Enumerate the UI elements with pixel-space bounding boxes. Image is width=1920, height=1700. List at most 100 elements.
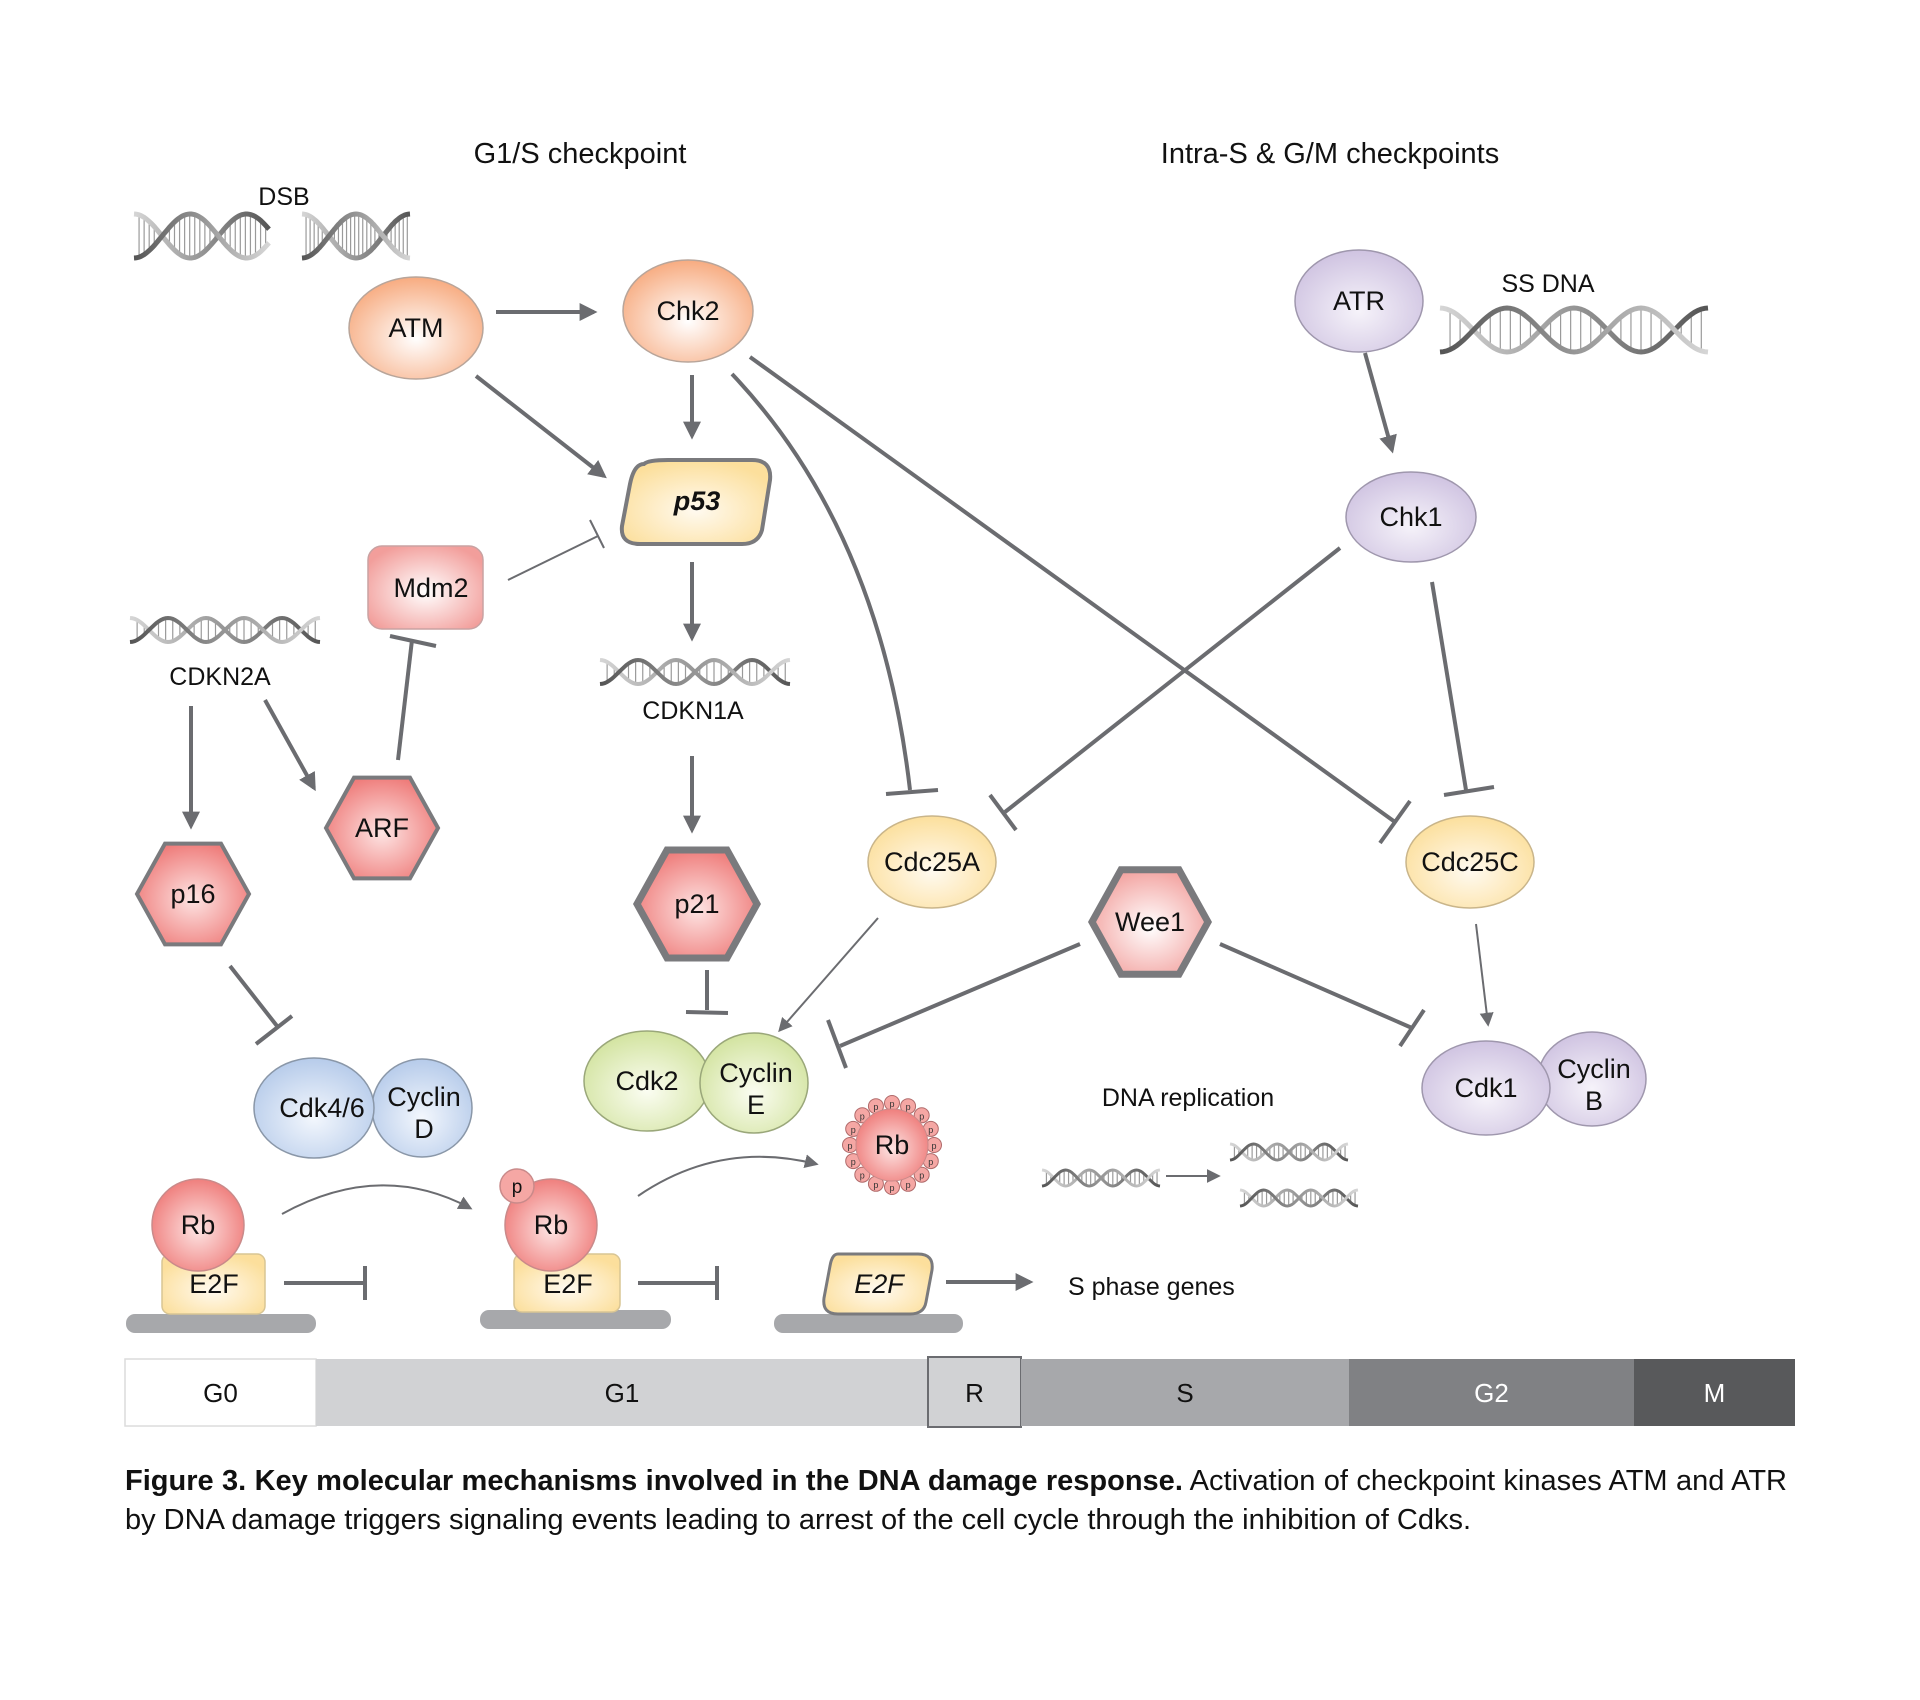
cdc25c-node[interactable]: Cdc25C xyxy=(1405,815,1535,909)
rb-pp-label: Rb xyxy=(875,1130,910,1160)
atr-node[interactable]: ATR xyxy=(1294,249,1424,353)
e2f-rb-complex-1[interactable]: E2F Rb xyxy=(151,1178,266,1315)
edge-wee1-inhibits-cdk1-bar xyxy=(1398,1008,1426,1048)
edge-p16-inhibits-cdk46 xyxy=(228,964,279,1028)
phosphate-dot-label: p xyxy=(851,1157,856,1167)
edge-mdm2-inhibits-p53 xyxy=(507,535,599,581)
p21-node[interactable]: p21 xyxy=(632,846,762,962)
caption-text: Activation of checkpoint kinases ATM and… xyxy=(125,1465,1787,1536)
dna-replication-product-2-icon xyxy=(1239,1188,1359,1208)
cyclin-b-label-2: B xyxy=(1585,1086,1603,1116)
phosphate-tag: p xyxy=(512,1177,523,1198)
phosphate-dot-label: p xyxy=(906,1102,911,1112)
edge-chk2-inhibits-cdc25a xyxy=(730,372,912,791)
e2f-rb-p-complex-2[interactable]: E2F Rb p xyxy=(499,1168,621,1313)
cdk1-cyclin-b-complex[interactable]: Cdk1 Cyclin B xyxy=(1421,1031,1647,1136)
e2f-label-2: E2F xyxy=(543,1269,593,1299)
phosphate-dot-label: p xyxy=(928,1125,933,1135)
cdc25a-label: Cdc25A xyxy=(884,847,980,877)
phosphate-dot-label: p xyxy=(889,1099,894,1109)
s-phase-genes-label: S phase genes xyxy=(1068,1273,1235,1301)
mdm2-node[interactable]: Mdm2 xyxy=(367,545,484,630)
edge-chk1-inhibits-cdc25a xyxy=(1003,546,1342,814)
edges xyxy=(182,303,1495,1300)
figure-caption: Figure 3. Key molecular mechanisms invol… xyxy=(125,1462,1787,1540)
edge-rb-to-rb-p xyxy=(281,1184,473,1215)
phosphate-dot-label: p xyxy=(928,1157,933,1167)
phosphate-dot-label: p xyxy=(873,1102,878,1112)
atm-node[interactable]: ATM xyxy=(348,276,484,380)
atr-label: ATR xyxy=(1333,286,1385,316)
dsb-label: DSB xyxy=(258,183,309,211)
phosphate-dot xyxy=(854,1107,871,1124)
cdkn1a-label: CDKN1A xyxy=(642,697,744,725)
edge-mdm2-inhibits-p53-bar xyxy=(589,519,605,549)
cdk46-label: Cdk4/6 xyxy=(279,1093,365,1123)
phase-segment-g0 xyxy=(124,1358,317,1427)
phosphate-dot-label: p xyxy=(873,1180,878,1190)
phosphate-dot xyxy=(913,1166,930,1183)
edge-chk2-inhibits-cdc25c xyxy=(748,355,1397,824)
phosphate-dot xyxy=(913,1107,930,1124)
edge-chk2-inhibits-cdc25a-bar xyxy=(885,788,939,796)
dna-replication-product-1-icon xyxy=(1229,1142,1349,1162)
ss-dna-icon xyxy=(1439,305,1709,355)
e2f-free[interactable]: E2F xyxy=(822,1252,934,1316)
edge-cdkn2a-to-arf xyxy=(263,699,316,792)
cdkn2a-label: CDKN2A xyxy=(169,663,271,691)
e2f-label-3: E2F xyxy=(854,1269,905,1299)
dsb-dna-right-icon xyxy=(301,211,411,261)
chromatin-platform-3 xyxy=(774,1314,963,1333)
e2f-label-1: E2F xyxy=(189,1269,239,1299)
cdkn2a-dna-icon xyxy=(129,615,321,645)
edge-atr-to-chk1 xyxy=(1363,352,1397,454)
wee1-node[interactable]: Wee1 xyxy=(1087,866,1213,978)
cdc25c-label: Cdc25C xyxy=(1421,847,1519,877)
phosphate-dot-label: p xyxy=(906,1180,911,1190)
edge-p16-inhibits-cdk46-bar xyxy=(254,1014,294,1046)
edge-arf-inhibits-mdm2-bar xyxy=(389,634,437,648)
p16-label: p16 xyxy=(170,879,215,909)
dna-replication-label: DNA replication xyxy=(1102,1084,1274,1112)
p16-node[interactable]: p16 xyxy=(134,841,252,947)
cyclin-d-label-1: Cyclin xyxy=(387,1082,461,1112)
phase-segment-g2 xyxy=(1349,1359,1634,1426)
phase-label-g1: G1 xyxy=(605,1378,640,1408)
dsb-dna-left-icon xyxy=(133,211,271,261)
phase-label-m: M xyxy=(1704,1378,1726,1408)
phosphate-dot-label: p xyxy=(919,1111,924,1121)
phosphate-dot xyxy=(854,1166,871,1183)
chk2-node[interactable]: Chk2 xyxy=(622,259,754,363)
edge-cdc25c-to-cdk1 xyxy=(1475,923,1494,1027)
chromatin-platform-1 xyxy=(126,1314,316,1333)
cyclin-b-label-1: Cyclin xyxy=(1557,1054,1631,1084)
chk1-node[interactable]: Chk1 xyxy=(1345,471,1477,563)
arf-node[interactable]: ARF xyxy=(323,775,441,881)
phosphate-dot-label: p xyxy=(931,1141,936,1151)
phase-label-g0: G0 xyxy=(203,1378,238,1408)
cdk2-cyclin-e-complex[interactable]: Cdk2 Cyclin E xyxy=(583,1030,809,1134)
arf-label: ARF xyxy=(355,813,409,843)
cdk1-label: Cdk1 xyxy=(1454,1073,1517,1103)
cyclin-d-label-2: D xyxy=(414,1114,434,1144)
cyclin-e-label-1: Cyclin xyxy=(719,1058,793,1088)
edge-chk2-inhibits-cdc25c-bar xyxy=(1378,799,1412,845)
cdkn1a-dna-icon xyxy=(599,657,791,687)
cdk46-cyclin-d-complex[interactable]: Cdk4/6 Cyclin D xyxy=(253,1057,473,1159)
phase-segment-r xyxy=(927,1356,1022,1428)
cdk2-label: Cdk2 xyxy=(615,1066,678,1096)
cdc25a-node[interactable]: Cdc25A xyxy=(867,815,997,909)
p53-node[interactable]: p53 xyxy=(619,458,773,546)
edge-wee1-inhibits-cdk2-bar xyxy=(826,1019,848,1069)
rb-label-1: Rb xyxy=(181,1210,216,1240)
edge-chk1-inhibits-cdc25c xyxy=(1430,581,1468,791)
phosphate-dot-label: p xyxy=(919,1171,924,1181)
phosphate-dot-label: p xyxy=(851,1125,856,1135)
phosphate-dot-label: p xyxy=(889,1183,894,1193)
phosphate-dot-label: p xyxy=(847,1141,852,1151)
chk1-label: Chk1 xyxy=(1379,502,1442,532)
phosphate-dot-label: p xyxy=(860,1111,865,1121)
p53-label: p53 xyxy=(673,486,721,516)
phase-label-r: R xyxy=(965,1378,984,1408)
